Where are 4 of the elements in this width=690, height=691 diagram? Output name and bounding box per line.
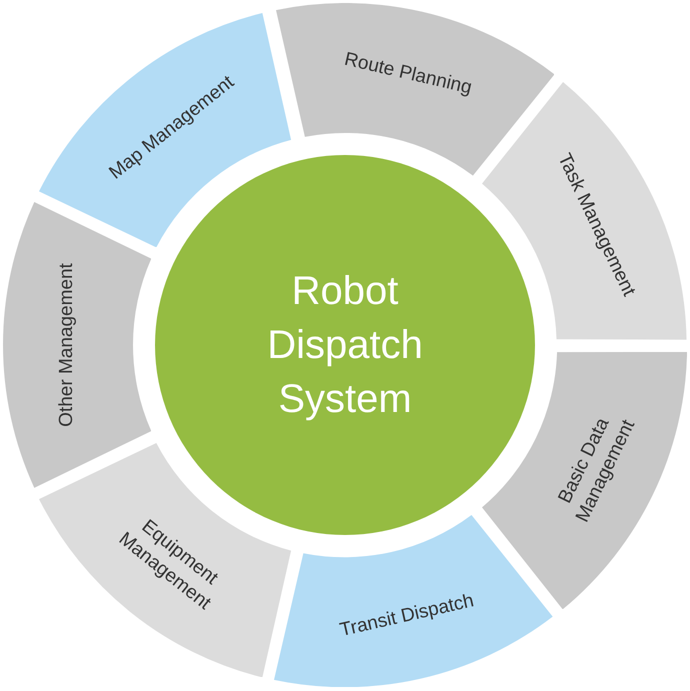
segment-label: Route Planning (340, 48, 474, 101)
segment-label: Transit Dispatch (336, 589, 476, 644)
segment-label: Other Management (55, 262, 78, 429)
hub-label: Robot Dispatch System (266, 268, 424, 423)
